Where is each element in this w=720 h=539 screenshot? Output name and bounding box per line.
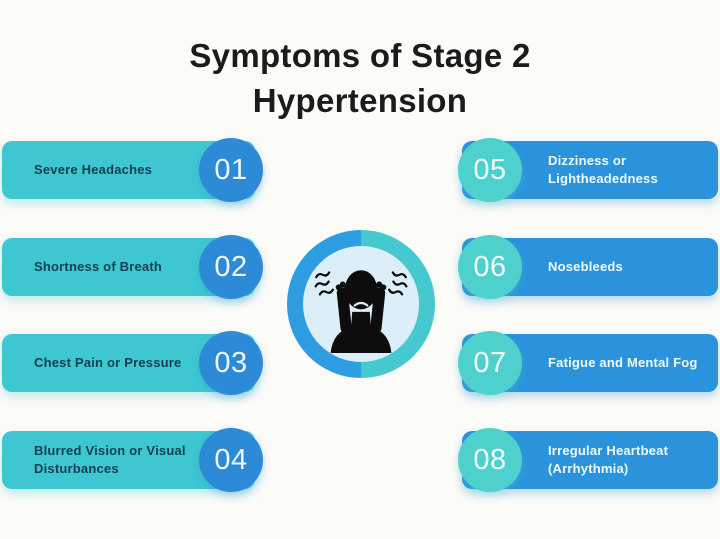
symptom-label: Shortness of Breath (34, 259, 163, 275)
center-graphic (287, 230, 435, 378)
badge-number: 05 (473, 153, 507, 186)
symptom-row-01: Severe Headaches 01 (2, 138, 263, 202)
badge-number: 04 (214, 443, 248, 476)
symptom-row-06: Nosebleeds 06 (458, 235, 718, 299)
number-badge: 02 (199, 235, 263, 299)
symptom-row-03: Chest Pain or Pressure 03 (2, 331, 263, 395)
symptom-label: Dizziness or Lightheadedness (548, 153, 658, 186)
symptom-row-08: Irregular Heartbeat (Arrhythmia) 08 (458, 428, 718, 492)
symptom-row-02: Shortness of Breath 02 (2, 235, 263, 299)
page-title-line-1: Symptoms of Stage 2 (189, 37, 531, 74)
symptom-label: Fatigue and Mental Fog (548, 355, 698, 371)
number-badge: 06 (458, 235, 522, 299)
page-title-line-2: Hypertension (252, 81, 468, 119)
symptom-row-04: Blurred Vision or Visual Disturbances 04 (2, 428, 263, 492)
stress-squiggles-right (387, 271, 408, 296)
symptom-label: Nosebleeds (548, 259, 623, 275)
number-badge: 05 (458, 138, 522, 202)
symptom-label: Irregular Heartbeat (Arrhythmia) (548, 443, 669, 476)
icon-background-circle (303, 246, 419, 362)
stress-squiggles-left (314, 271, 335, 296)
number-badge: 07 (458, 331, 522, 395)
symptom-label: Chest Pain or Pressure (34, 355, 182, 371)
stressed-person-headache-icon (314, 270, 408, 353)
badge-number: 01 (214, 153, 248, 186)
badge-number: 07 (473, 346, 507, 379)
badge-number: 02 (214, 250, 248, 283)
symptom-label: Severe Headaches (34, 162, 153, 178)
badge-number: 03 (214, 346, 248, 379)
page-title: Symptoms of Stage 2 Hypertension (0, 34, 720, 124)
symptom-row-05: Dizziness or Lightheadedness 05 (458, 138, 718, 202)
symptom-row-07: Fatigue and Mental Fog 07 (458, 331, 718, 395)
number-badge: 08 (458, 428, 522, 492)
badge-number: 06 (473, 250, 507, 283)
number-badge: 01 (199, 138, 263, 202)
badge-number: 08 (473, 443, 507, 476)
number-badge: 03 (199, 331, 263, 395)
number-badge: 04 (199, 428, 263, 492)
symptom-label: Blurred Vision or Visual Disturbances (34, 443, 186, 476)
